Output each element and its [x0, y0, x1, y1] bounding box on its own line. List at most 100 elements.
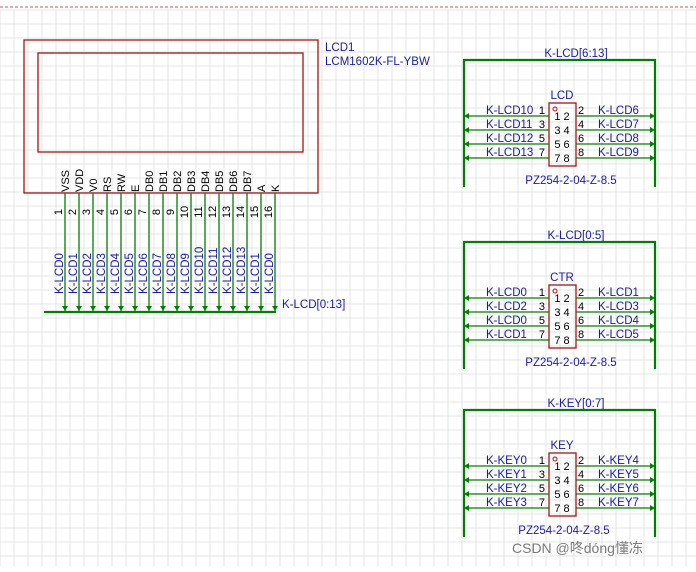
header-part-number: PZ254-2-04-Z-8.5 — [525, 357, 616, 369]
header-bus-wire[interactable] — [462, 58, 657, 187]
header-bus-wire[interactable] — [462, 408, 657, 537]
header-left-pin: 1 — [539, 455, 545, 467]
lcd-pin-name: DB7 — [242, 171, 254, 192]
lcd-component[interactable]: LCD1 LCM1602K-FL-YBW VSS1K-LCD0VDD2K-LCD… — [23, 39, 430, 314]
bus-entry-marker — [118, 306, 124, 311]
header-left-net: K-LCD13 — [486, 147, 533, 159]
header-bus-label: K-LCD[6:13] — [544, 48, 607, 60]
bus-entry-marker — [188, 306, 194, 311]
lcd-pin-net-label: K-LCD0 — [264, 253, 276, 294]
bus-entry-marker — [650, 463, 655, 469]
header-left-pin: 5 — [539, 483, 545, 495]
lcd-pin-net-label: K-LCD4 — [110, 252, 122, 294]
lcd-pin-number: 12 — [207, 206, 219, 218]
header-inner-pins: 1 2 — [554, 293, 569, 305]
bus-entry-marker — [258, 306, 264, 311]
bus-entry-marker — [146, 306, 152, 311]
header-left-pin: 1 — [539, 287, 545, 299]
lcd-pin[interactable]: E6K-LCD5 — [123, 185, 142, 312]
bus-entry-marker — [650, 491, 655, 497]
lcd-pin-net-label: K-LCD5 — [124, 253, 136, 294]
lcd-designator: LCD1 — [325, 42, 354, 54]
lcd-pin-name: RS — [102, 177, 114, 192]
header-right-net: K-LCD5 — [598, 329, 639, 341]
header-part-number: PZ254-2-04-Z-8.5 — [525, 175, 616, 187]
lcd-pin-net-label: K-LCD11 — [208, 248, 220, 294]
bus-entry-marker — [464, 309, 469, 315]
lcd-pin-number: 3 — [81, 209, 93, 215]
header-inner-pins: 3 4 — [554, 125, 569, 137]
lcd-pin-net-label: K-LCD3 — [96, 253, 108, 294]
lcd-pin-name: K — [270, 184, 282, 192]
header-body — [548, 284, 577, 349]
lcd-pin-group: VSS1K-LCD0VDD2K-LCD1V03K-LCD2RS4K-LCD3RW… — [53, 169, 282, 312]
lcd-pin-net-label: K-LCD10 — [194, 247, 206, 294]
bus-entry-marker — [202, 306, 208, 311]
header-right-net: K-LCD9 — [598, 147, 639, 159]
header-right-net: K-LCD7 — [598, 119, 639, 131]
bus-entry-marker — [650, 505, 655, 511]
header-bus-label: K-LCD[0:5] — [548, 230, 605, 242]
header-right-pin: 8 — [578, 329, 584, 341]
lcd-pin-number: 5 — [109, 209, 121, 215]
header-right-pin: 6 — [578, 133, 584, 145]
bus-entry-marker — [650, 113, 655, 119]
bus-entry-marker — [160, 306, 166, 311]
header-inner-pins: 3 4 — [554, 307, 569, 319]
header-body — [548, 102, 577, 167]
lcd-pin-number: 15 — [249, 206, 261, 218]
header-left-net: K-KEY3 — [486, 497, 527, 509]
header-right-net: K-LCD6 — [598, 105, 639, 117]
lcd-pin-name: DB0 — [144, 171, 156, 192]
bus-entry-marker — [650, 309, 655, 315]
header-inner-pins: 1 2 — [554, 461, 569, 473]
bus-entry-marker — [62, 306, 68, 311]
header-left-pin: 7 — [539, 497, 545, 509]
header-right-pin: 4 — [578, 119, 584, 131]
lcd-pin-net-label: K-LCD2 — [82, 253, 94, 294]
bus-entry-marker — [650, 295, 655, 301]
bus-entry-marker — [90, 306, 96, 311]
lcd-pin-net-label: K-LCD1 — [250, 253, 262, 294]
lcd-pin-number: 16 — [263, 206, 275, 218]
header-right-pin: 8 — [578, 497, 584, 509]
lcd-pin-number: 14 — [235, 206, 247, 218]
header-bus-wire[interactable] — [462, 240, 657, 369]
lcd-screen-window — [37, 52, 304, 153]
header-right-net: K-KEY4 — [598, 455, 640, 467]
header-inner-pins: 5 6 — [554, 139, 569, 151]
lcd-pin[interactable]: K 16K-LCD0 — [263, 184, 282, 312]
header-left-pin: 1 — [539, 105, 545, 117]
bus-entry-marker — [464, 113, 469, 119]
header-inner-pins: 5 6 — [554, 321, 569, 333]
header-left-pin: 3 — [539, 119, 545, 131]
header-inner-pins: 7 8 — [554, 335, 569, 347]
lcd-pin-number: 9 — [165, 209, 177, 215]
lcd-pin-name: DB3 — [186, 171, 198, 192]
lcd-pin-number: 2 — [67, 209, 79, 215]
bus-entry-marker — [650, 337, 655, 343]
bus-entry-marker — [174, 306, 180, 311]
bus-entry-marker — [650, 477, 655, 483]
lcd-pin-net-label: K-LCD1 — [68, 253, 80, 294]
